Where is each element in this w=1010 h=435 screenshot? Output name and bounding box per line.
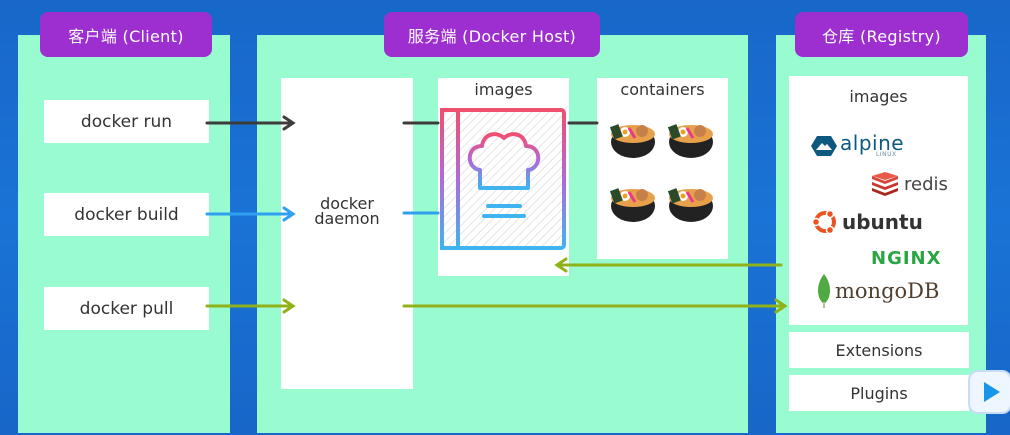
pull-arrow-group (205, 257, 788, 314)
ramen-bowl-icon (667, 124, 713, 158)
ramen-bowl-icon (609, 124, 655, 158)
redis-logo-text: redis (904, 173, 948, 195)
host-images-box: images (438, 78, 569, 276)
host-containers-label: containers (620, 80, 705, 99)
alpine-logo: alpine LINUX (811, 131, 905, 158)
mongodb-logo-text: mongoDB (835, 279, 940, 303)
run-arrow-group (205, 115, 599, 131)
ramen-bowl-icon (609, 188, 655, 222)
docker-run-command: docker run (44, 100, 209, 143)
mongodb-logo: mongoDB (816, 274, 939, 308)
build-arrow-group (205, 206, 440, 222)
registry-images-box: images alpine LINUX redis ubuntu NGINX (789, 76, 968, 325)
build-arrow-head (282, 206, 296, 222)
play-icon (984, 382, 1000, 402)
alpine-logo-subtext: LINUX (876, 151, 897, 158)
registry-title: 仓库 (Registry) (795, 12, 968, 57)
alpine-mountain-icon (811, 136, 837, 156)
bilibili-play-badge[interactable] (968, 370, 1010, 414)
registry-extensions-box: Extensions (789, 332, 969, 368)
pull-arrow-head (282, 298, 296, 314)
daemon-label-line2: daemon (314, 209, 380, 228)
ramen-bowl-icon (667, 188, 713, 222)
registry-to-images-arrow-head (554, 257, 568, 273)
registry-plugins-box: Plugins (789, 375, 969, 411)
ramen-bowls (609, 124, 713, 222)
mongodb-leaf-icon (818, 274, 830, 308)
docker-host-title: 服务端 (Docker Host) (384, 12, 600, 57)
alpine-logo-text: alpine (840, 131, 905, 155)
daemon-to-registry-arrow-head (774, 298, 788, 314)
redis-logo: redis (870, 172, 948, 196)
nginx-logo: NGINX (871, 248, 941, 269)
registry-images-label: images (849, 87, 908, 106)
nginx-logo-text: NGINX (871, 248, 942, 269)
docker-daemon-box: docker daemon (281, 78, 413, 389)
client-title: 客户端 (Client) (40, 12, 212, 57)
host-images-label: images (474, 80, 533, 99)
chef-book-icon (440, 108, 566, 250)
redis-stack-icon (872, 172, 898, 196)
daemon-label-line1: docker (320, 194, 374, 213)
docker-pull-command: docker pull (44, 287, 209, 330)
host-containers-box: containers (597, 78, 728, 259)
ubuntu-logo-text: ubuntu (842, 210, 923, 234)
run-arrow-head (282, 115, 296, 131)
ubuntu-logo: ubuntu (812, 209, 923, 235)
docker-build-command: docker build (44, 193, 209, 236)
docker-daemon-label: docker daemon (281, 194, 413, 228)
ubuntu-circle-icon (812, 209, 836, 235)
